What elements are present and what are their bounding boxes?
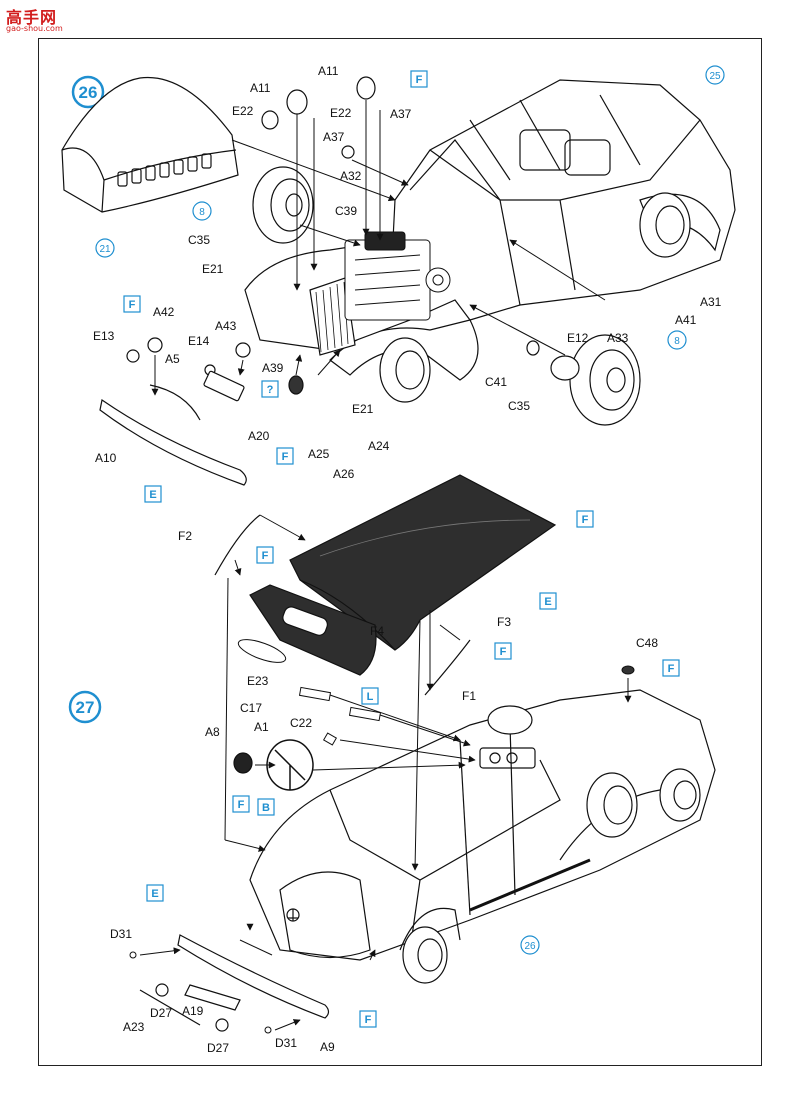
paint-box: F <box>129 299 136 311</box>
car-body-step-27 <box>249 689 716 961</box>
label-C35: C35 <box>508 399 530 413</box>
paint-box: F <box>500 646 507 658</box>
label-A33: A33 <box>607 331 629 345</box>
paint-box: L <box>367 691 374 703</box>
watermark-title: 高手网 <box>6 8 58 27</box>
step-27-number: 27 <box>76 698 95 717</box>
label-A1: A1 <box>254 720 269 734</box>
watermark-logo: 高手网 gao-shou.com <box>4 4 74 38</box>
rear-bumper-a9 <box>139 934 330 1032</box>
wheel-left <box>252 166 314 244</box>
engine-block <box>344 231 451 321</box>
wheel-front-mounted <box>379 337 431 403</box>
step-27-badge: 27 <box>68 690 102 724</box>
label-E14: E14 <box>188 334 210 348</box>
label-A23: A23 <box>123 1020 145 1034</box>
small-parts-step-27 <box>129 639 635 1034</box>
label-E21: E21 <box>352 402 374 416</box>
hood-part-21 <box>61 76 239 213</box>
paint-box: F <box>238 799 245 811</box>
paint-box: F <box>365 1014 372 1026</box>
label-C41: C41 <box>485 375 507 389</box>
label-D27: D27 <box>150 1006 172 1020</box>
label-E22: E22 <box>330 106 352 120</box>
label-A11: A11 <box>318 64 339 78</box>
label-A5: A5 <box>165 352 180 366</box>
front-bumper-a10 <box>99 370 247 486</box>
label-D31: D31 <box>110 927 132 941</box>
paint-code-boxes: F F ? F E F F E F L F F B E <box>123 70 680 1028</box>
wheel-right <box>569 334 641 426</box>
label-A9: A9 <box>320 1040 335 1054</box>
label-A19: A19 <box>182 1004 204 1018</box>
label-F3: F3 <box>497 615 511 629</box>
reference-circles: 25 8 21 8 26 <box>95 65 725 955</box>
label-A10: A10 <box>95 451 117 465</box>
label-E23: E23 <box>247 674 269 688</box>
paint-box: F <box>262 550 269 562</box>
ref-26: 26 <box>524 941 536 952</box>
label-A32: A32 <box>340 169 362 183</box>
label-C39: C39 <box>335 204 357 218</box>
label-A11: A11 <box>250 81 271 95</box>
ref-8: 8 <box>674 336 680 347</box>
rear-panel-f4 <box>249 584 377 676</box>
label-C48: C48 <box>636 636 658 650</box>
label-C17: C17 <box>240 701 262 715</box>
step-26-badge: 26 <box>71 75 105 109</box>
label-A31: A31 <box>700 295 722 309</box>
label-D31: D31 <box>275 1036 297 1050</box>
radiator-grille <box>309 277 356 356</box>
page-frame <box>38 38 762 1066</box>
step-26-number: 26 <box>79 83 98 102</box>
paint-box: ? <box>267 384 274 396</box>
paint-box: F <box>668 663 675 675</box>
ref-25: 25 <box>709 71 721 82</box>
paint-box: F <box>416 74 423 86</box>
label-E21: E21 <box>202 262 224 276</box>
watermark-url: gao-shou.com <box>6 24 63 33</box>
label-A26: A26 <box>333 467 355 481</box>
label-C35: C35 <box>188 233 210 247</box>
step-27-arrows <box>139 514 632 1031</box>
part-labels: A11 A11 E22 E22 A37 A37 A32 C39 C35 C35 … <box>93 64 722 1055</box>
label-A20: A20 <box>248 429 270 443</box>
step-26-arrows <box>151 100 606 396</box>
label-A8: A8 <box>205 725 220 739</box>
label-E12: E12 <box>567 331 589 345</box>
label-A37: A37 <box>390 107 412 121</box>
label-A37: A37 <box>323 130 345 144</box>
label-C22: C22 <box>290 716 312 730</box>
label-A24: A24 <box>368 439 390 453</box>
paint-box: E <box>151 888 158 900</box>
label-F1: F1 <box>462 689 476 703</box>
label-F4: F4 <box>370 624 384 638</box>
label-A41: A41 <box>675 313 697 327</box>
paint-box: E <box>544 596 551 608</box>
label-A25: A25 <box>308 447 330 461</box>
ref-8: 8 <box>199 207 205 218</box>
label-A43: A43 <box>215 319 237 333</box>
label-E13: E13 <box>93 329 115 343</box>
car-27-wheel-rear <box>487 705 701 838</box>
paint-box: E <box>149 489 156 501</box>
label-F2: F2 <box>178 529 192 543</box>
label-D27: D27 <box>207 1041 229 1055</box>
label-A42: A42 <box>153 305 175 319</box>
steering-wheel-a8 <box>233 752 253 774</box>
label-A39: A39 <box>262 361 284 375</box>
soft-top-f3 <box>289 474 557 651</box>
paint-box: F <box>282 451 289 463</box>
wheel-rear-mounted <box>639 192 691 258</box>
label-E22: E22 <box>232 104 254 118</box>
car-27-wheel-front <box>402 926 448 984</box>
paint-box: B <box>262 802 270 814</box>
paint-box: F <box>582 514 589 526</box>
ref-21: 21 <box>99 244 111 255</box>
headlamp-parts <box>126 76 580 395</box>
